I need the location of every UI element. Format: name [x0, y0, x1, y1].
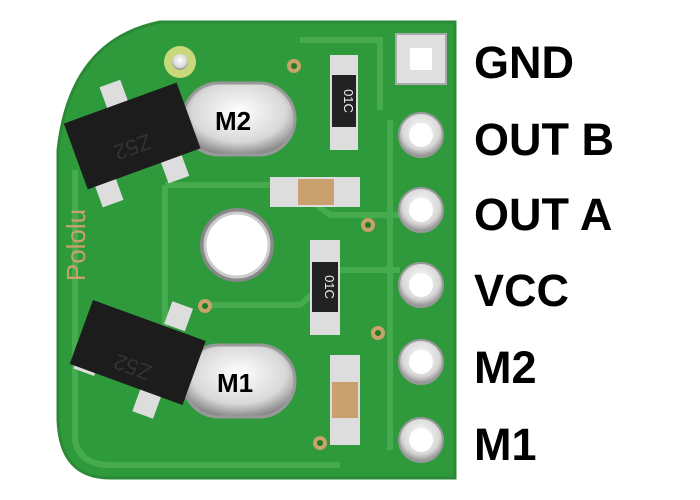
pin-label-m2: M2	[474, 342, 537, 393]
transistor-bottom	[69, 300, 206, 419]
pololu-logo: Pololu	[61, 209, 91, 281]
resistor-code-top: 01C	[341, 89, 356, 113]
pin-label-vcc: VCC	[474, 265, 570, 316]
vias	[198, 59, 385, 450]
pin-label-out-a: OUT A	[474, 189, 613, 240]
center-hole	[203, 211, 271, 279]
pin-label-gnd: GND	[474, 37, 574, 88]
pin-label-out-b: OUT B	[474, 114, 614, 165]
capacitor-horizontal	[270, 177, 360, 207]
pad-label-m2: M2	[215, 106, 252, 136]
pin-label-m1: M1	[474, 419, 537, 470]
resistor-middle	[310, 240, 340, 335]
pad-label-m1: M1	[217, 368, 254, 398]
mounting-hole	[172, 54, 188, 70]
capacitor-vertical	[330, 355, 360, 445]
header-pins	[395, 33, 447, 463]
resistor-code-middle: 01C	[322, 275, 337, 299]
transistor-top	[63, 79, 201, 208]
resistor-top	[330, 55, 358, 150]
